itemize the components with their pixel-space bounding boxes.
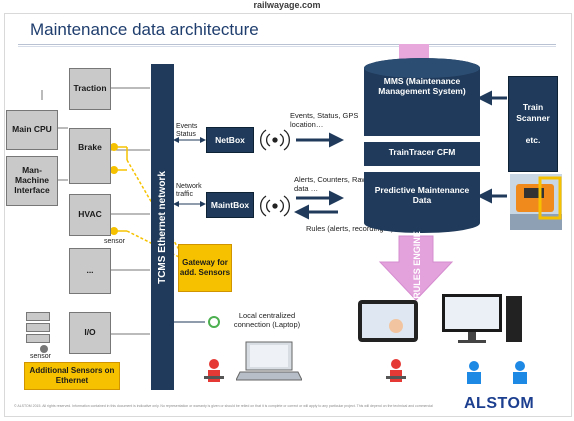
sensor-io-icon	[40, 345, 48, 353]
additional-sensors-box: Additional Sensors on Ethernet	[24, 362, 120, 390]
sensor-stack-mid	[26, 323, 50, 332]
tablet-icon	[358, 300, 418, 342]
page-title: Maintenance data architecture	[30, 20, 259, 39]
sensor-stack-top	[26, 312, 50, 321]
ellipsis-box: ...	[69, 248, 111, 294]
train-scanner-image	[510, 174, 562, 230]
rules-engine-band-top	[399, 44, 429, 62]
wifi-icon-netbox	[260, 129, 290, 151]
laptop-icon	[236, 341, 302, 381]
predictive-label: Predictive Maintenance Data	[374, 185, 470, 206]
sensor-label-hvac: sensor	[104, 238, 126, 245]
sensor-dot-brake-2	[110, 166, 118, 174]
alstom-logo: ALSTOM	[464, 395, 535, 412]
database-stack: MMS (Maintenance Management System) Trai…	[364, 58, 480, 233]
wifi-icon-maintbox	[260, 195, 290, 217]
title-divider	[18, 44, 556, 45]
flow-local-connection: Local centralized connection (Laptop)	[233, 311, 301, 329]
database-separator-2	[364, 166, 480, 172]
rules-engine-arrow	[378, 235, 454, 301]
traintracer-label: TrainTracer CFM	[388, 147, 456, 157]
user-icon-1	[467, 361, 481, 384]
technician-icon-2	[386, 359, 406, 382]
desktop-monitor-icon	[442, 294, 522, 343]
network-traffic-label: Network traffic	[176, 183, 202, 199]
title-divider-secondary	[18, 46, 556, 47]
sensor-dot-hvac	[110, 227, 118, 235]
local-connection-dot	[208, 316, 220, 328]
tcms-network-bar: TCMS Ethernet network	[151, 64, 174, 390]
rules-engine-label: RULES ENGINE	[412, 231, 423, 299]
user-icon-2	[513, 361, 527, 384]
train-scanner-etc: etc.	[525, 134, 541, 145]
sensor-dot-brake-1	[110, 143, 118, 151]
watermark: railwayage.com	[253, 0, 321, 10]
sensor-label-io: sensor	[30, 353, 52, 360]
flow-rules: Rules (alerts, recording…)	[306, 224, 394, 233]
hvac-box: HVAC	[69, 194, 111, 236]
footer-disclaimer: © ALSTOM 2015. All rights reserved. Info…	[14, 404, 434, 408]
main-cpu-box: Main CPU	[6, 110, 58, 150]
flow-events-status: Events, Status, GPS location…	[290, 111, 359, 129]
train-scanner-box: Train Scanner etc.	[508, 76, 558, 172]
mms-label: MMS (Maintenance Management System)	[378, 76, 466, 97]
events-status-label: Events Status	[176, 123, 198, 139]
database-body	[364, 58, 480, 233]
train-scanner-label: Train Scanner	[516, 102, 550, 124]
sensor-stack-bottom	[26, 334, 50, 343]
flow-alerts-counters: Alerts, Counters, Raw data …	[294, 175, 367, 193]
netbox-box: NetBox	[206, 127, 254, 153]
tcms-network-label: TCMS Ethernet network	[157, 170, 169, 284]
maintbox-box: MaintBox	[206, 192, 254, 218]
traction-box: Traction	[69, 68, 111, 110]
brake-box: Brake	[69, 128, 111, 184]
technician-icon-1	[204, 359, 224, 382]
gateway-box: Gateway for add. Sensors	[178, 244, 232, 292]
mmi-box: Man-Machine Interface	[6, 156, 58, 206]
io-box: I/O	[69, 312, 111, 354]
rules-engine-wrap: RULES ENGINE	[406, 231, 428, 299]
database-top-cap	[364, 58, 480, 78]
database-separator-1	[364, 136, 480, 142]
